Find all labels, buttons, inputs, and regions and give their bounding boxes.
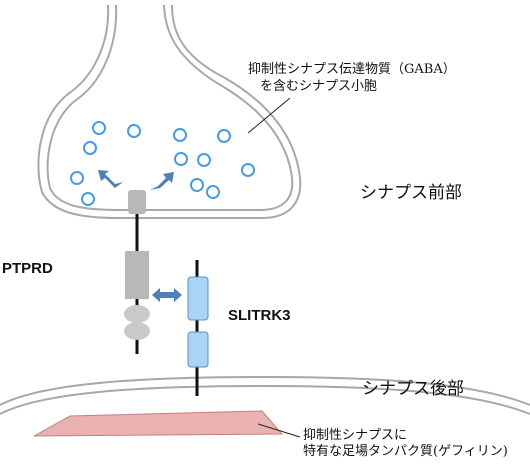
- vesicle: [81, 192, 95, 206]
- scaffold-pointer-line: [257, 423, 301, 438]
- presynaptic-membrane-outer: [37, 4, 302, 219]
- vesicle-label-line2: を含むシナプス小胞: [260, 79, 378, 94]
- vesicle: [127, 124, 141, 138]
- ptprd-transmembrane: [128, 190, 146, 214]
- presynapse-label: シナプス前部: [360, 183, 462, 203]
- postsynaptic-membrane-lower: [0, 384, 530, 415]
- vesicle: [197, 153, 211, 167]
- vesicle-label-line1: 抑制性シナプス伝達物質（GABA）: [248, 62, 456, 77]
- vesicle: [241, 163, 255, 177]
- ptprd-ig-domain: [124, 305, 150, 323]
- ptprd-label: PTPRD: [2, 260, 53, 277]
- vesicle: [206, 185, 220, 199]
- vesicle: [174, 152, 188, 166]
- ptprd-domain: [125, 251, 149, 299]
- vesicle: [217, 129, 231, 143]
- scaffold-label-line2: 特有な足場タンパク質(ゲフィリン): [303, 444, 508, 459]
- interaction-arrow: [152, 288, 182, 302]
- slitrk3-domain-upper: [187, 276, 209, 321]
- vesicle: [92, 121, 106, 135]
- slitrk3-domain-lower: [187, 331, 209, 368]
- postsynaptic-membrane-upper: [0, 375, 530, 406]
- ptprd-ig-domain: [124, 322, 150, 340]
- release-arrow-left: [98, 170, 123, 188]
- postsynapse-label: シナプス後部: [362, 379, 464, 399]
- release-arrow-right: [150, 172, 174, 190]
- scaffold-label-line1: 抑制性シナプスに: [303, 428, 408, 443]
- release-arrows: [98, 170, 174, 190]
- vesicle: [83, 141, 97, 155]
- synaptic-vesicles: [70, 121, 255, 206]
- slitrk3-label: SLITRK3: [228, 307, 291, 324]
- vesicle: [190, 178, 204, 192]
- vesicle: [173, 128, 187, 142]
- gephyrin-scaffold: [33, 410, 284, 437]
- vesicle: [70, 171, 84, 185]
- presynaptic-membrane-inner: [46, 4, 294, 211]
- vesicle-pointer-line: [247, 97, 291, 134]
